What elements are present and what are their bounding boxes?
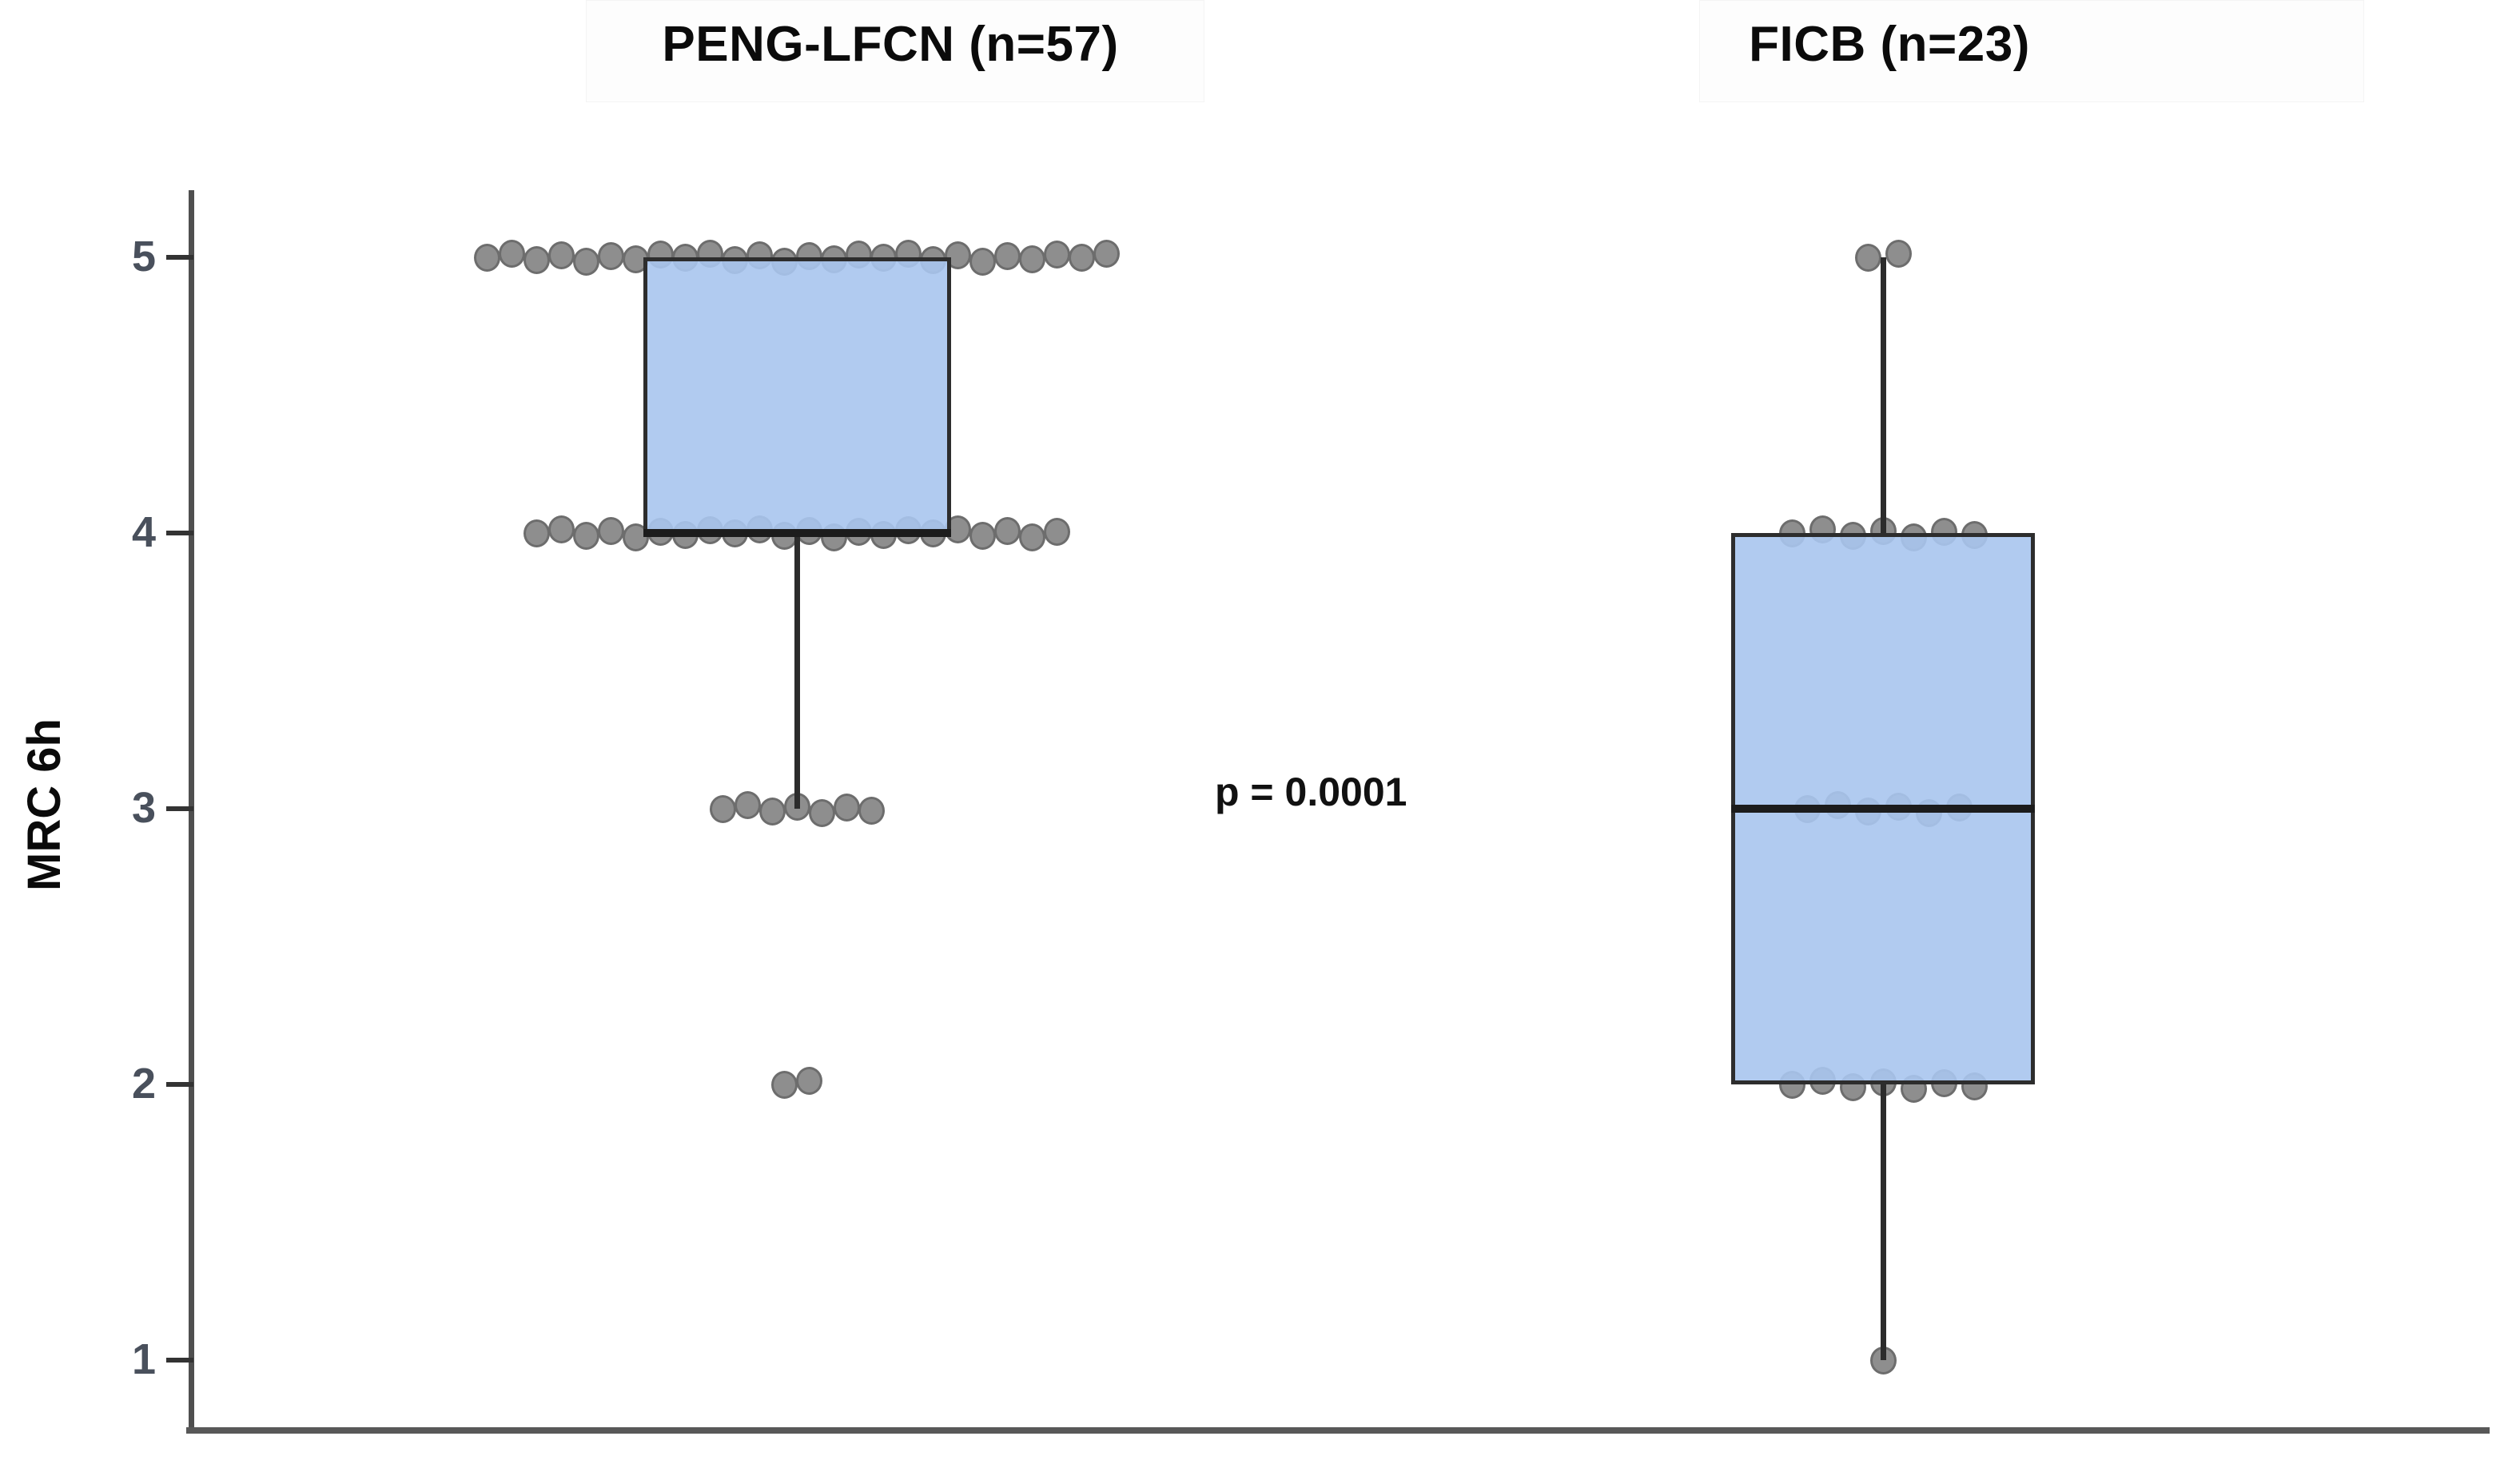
y-axis-label: MRC 6h [18, 718, 70, 891]
data-dot [771, 1070, 798, 1099]
title-backdrop-right [1699, 0, 2364, 102]
data-dot [573, 521, 599, 550]
median-line [643, 529, 951, 537]
data-dot [1044, 240, 1070, 269]
data-dot [524, 519, 550, 547]
y-tick-mark [166, 531, 193, 535]
y-tick-label: 3 [131, 784, 156, 832]
data-dot [969, 247, 996, 276]
y-tick-label: 5 [131, 233, 156, 280]
data-dot [1019, 245, 1045, 273]
upper-whisker [1880, 257, 1886, 533]
data-dot [994, 516, 1021, 545]
data-dot [598, 516, 624, 545]
y-tick-mark [166, 255, 193, 260]
y-tick-mark [166, 806, 193, 811]
y-tick-label: 1 [131, 1335, 156, 1383]
data-dot [548, 515, 575, 543]
y-tick-mark [166, 1358, 193, 1363]
title-backdrop-left [586, 0, 1204, 102]
group-title-peng-lfcn: PENG-LFCN (n=57) [662, 17, 1119, 72]
data-dot [524, 245, 550, 274]
data-dot [1019, 523, 1045, 551]
lower-whisker [1880, 1084, 1886, 1360]
data-dot [969, 521, 996, 550]
box-iqr [643, 257, 951, 533]
lower-whisker [794, 533, 800, 809]
data-dot [833, 793, 860, 822]
data-dot [709, 794, 736, 823]
data-dot [1069, 243, 1095, 272]
p-value-annotation: p = 0.0001 [1215, 770, 1407, 814]
data-dot [796, 1066, 822, 1095]
data-dot [1854, 243, 1881, 272]
data-dot [734, 790, 761, 819]
data-dot [994, 241, 1021, 270]
data-dot [758, 797, 786, 825]
y-tick-mark [166, 1082, 193, 1087]
y-axis-line [189, 190, 194, 1432]
x-axis-line [186, 1427, 2490, 1434]
median-line [1731, 805, 2035, 813]
data-dot [598, 241, 624, 270]
data-dot [548, 241, 575, 269]
y-tick-label: 4 [131, 508, 156, 556]
data-dot [1044, 517, 1070, 546]
data-dot [1885, 239, 1912, 268]
data-dot [499, 239, 525, 268]
data-dot [808, 798, 835, 827]
data-dot [858, 796, 885, 825]
data-dot [573, 247, 599, 276]
y-tick-label: 2 [131, 1060, 156, 1108]
group-title-ficb: FICB (n=23) [1749, 17, 2030, 72]
data-dot [1093, 239, 1120, 268]
data-dot [474, 243, 500, 272]
